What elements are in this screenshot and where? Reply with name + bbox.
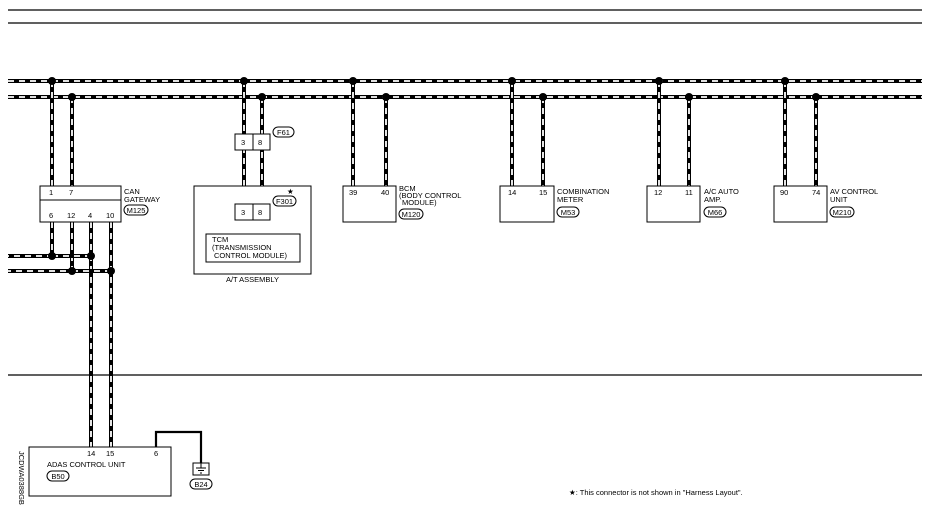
ground-b24: B24 <box>189 462 213 490</box>
combination-meter-name-line1: COMBINATION <box>557 187 609 196</box>
combination-meter-connector-m53: M53 <box>561 208 576 217</box>
at-assembly-label: A/T ASSEMBLY <box>226 275 279 284</box>
f301-connector-label: F301 <box>276 197 293 206</box>
bcm-name-line1: BCM <box>399 184 416 193</box>
adas-control-unit: 14 15 6 ADAS CONTROL UNIT B50 <box>28 430 203 497</box>
adas-connector-b50: B50 <box>51 472 64 481</box>
ac-auto-amp-name-line2: AMP. <box>704 195 721 204</box>
bcm-pin-39: 39 <box>349 188 357 197</box>
f301-pin-8: 8 <box>258 208 262 217</box>
ac-auto-amp: 12 11 A/C AUTO AMP. M66 <box>646 185 739 223</box>
f301-pin-3: 3 <box>241 208 245 217</box>
bcm-connector-m120: M120 <box>402 210 421 219</box>
bcm-unit: 39 40 BCM (BODY CONTROL MODULE) M120 <box>342 184 461 223</box>
can-gateway-pin-6: 6 <box>49 211 53 220</box>
tcm-name-line3: CONTROL MODULE) <box>214 251 288 260</box>
ac-auto-amp-pin-11: 11 <box>685 188 693 197</box>
f61-pin-8: 8 <box>258 138 262 147</box>
combination-meter: 14 15 COMBINATION METER M53 <box>499 185 609 223</box>
can-gateway-name-line1: CAN <box>124 187 140 196</box>
bcm-pin-40: 40 <box>381 188 389 197</box>
can-gateway-pin-1: 1 <box>49 188 53 197</box>
ground-connector-b24: B24 <box>194 480 207 489</box>
av-control-unit-connector-m210: M210 <box>833 208 852 217</box>
junction-dots <box>48 77 820 275</box>
av-control-unit-pin-90: 90 <box>780 188 788 197</box>
combination-meter-pin-15: 15 <box>539 188 547 197</box>
f301-star-mark: ★ <box>287 187 294 196</box>
combination-meter-pin-14: 14 <box>508 188 516 197</box>
can-bus-wires <box>8 79 922 447</box>
tcm-name-line1: TCM <box>212 235 228 244</box>
f61-connector-label: F61 <box>277 128 290 137</box>
can-gateway-pin-4: 4 <box>88 211 92 220</box>
can-gateway-pin-7: 7 <box>69 188 73 197</box>
combination-meter-name-line2: METER <box>557 195 584 204</box>
bcm-name-line3: MODULE) <box>402 198 437 207</box>
adas-pin-6: 6 <box>154 449 158 458</box>
can-gateway-connector-m125: M125 <box>127 206 146 215</box>
av-control-unit: 90 74 AV CONTROL UNIT M210 <box>773 185 878 223</box>
can-gateway-name-line2: GATEWAY <box>124 195 160 204</box>
f61-pin-3: 3 <box>241 138 245 147</box>
av-control-unit-name-line1: AV CONTROL <box>830 187 878 196</box>
adas-control-unit-name: ADAS CONTROL UNIT <box>47 460 126 469</box>
tcm-name-line2: (TRANSMISSION <box>212 243 272 252</box>
at-assembly: 3 8 F61 3 8 F301 ★ TCM (TRANSMISSION CON… <box>193 126 312 284</box>
ac-auto-amp-name-line1: A/C AUTO <box>704 187 739 196</box>
can-gateway: 1 7 6 12 4 10 CAN GATEWAY M125 <box>39 185 160 223</box>
adas-pin-14: 14 <box>87 449 95 458</box>
ac-auto-amp-pin-12: 12 <box>654 188 662 197</box>
can-gateway-pin-10: 10 <box>106 211 114 220</box>
av-control-unit-pin-74: 74 <box>812 188 820 197</box>
adas-pin-15: 15 <box>106 449 114 458</box>
can-gateway-pin-12: 12 <box>67 211 75 220</box>
bcm-name-line2: (BODY CONTROL <box>399 191 461 200</box>
diagram-code: JCDWA0388GB <box>17 451 26 505</box>
ac-auto-amp-connector-m66: M66 <box>708 208 723 217</box>
footnote-harness-layout: ★: This connector is not shown in "Harne… <box>569 488 743 497</box>
av-control-unit-name-line2: UNIT <box>830 195 848 204</box>
